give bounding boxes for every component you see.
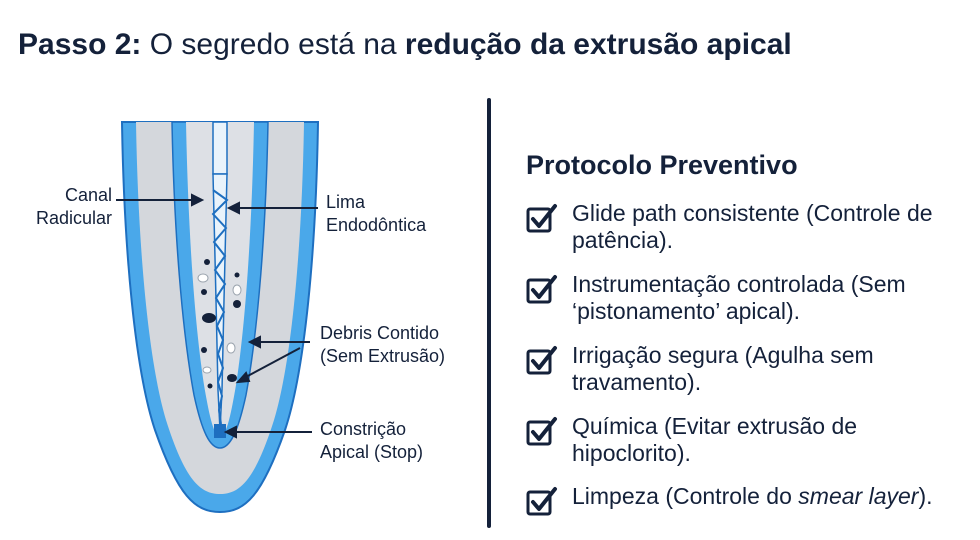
label-constricao-line-2: Apical (Stop) bbox=[320, 442, 424, 462]
root-canal-diagram bbox=[116, 121, 320, 514]
protocol-item-text-italic: smear layer bbox=[798, 483, 919, 509]
checkbox-checked-icon bbox=[526, 417, 557, 446]
label-lima-endodontica: Lima Endodôntica bbox=[326, 191, 426, 237]
file-spiral bbox=[211, 189, 229, 425]
checkbox-checked-icon bbox=[526, 275, 557, 304]
protocol-item-text: Glide path consistente (Controle de patê… bbox=[572, 200, 933, 253]
protocol-item-text: Química (Evitar extrusão de hipoclorito)… bbox=[572, 413, 858, 466]
label-canal-line-1: Canal bbox=[64, 185, 112, 205]
file-shaft bbox=[212, 121, 228, 175]
vertical-divider bbox=[487, 98, 491, 528]
apical-stop bbox=[214, 424, 226, 438]
protocol-item-text: Irrigação segura (Agulha sem travamento)… bbox=[572, 342, 874, 395]
label-lima-line-1: Lima bbox=[326, 192, 366, 212]
title-middle: O segredo está na bbox=[141, 28, 405, 61]
debris-particles bbox=[201, 259, 241, 389]
label-debris-line-1: Debris Contido bbox=[320, 323, 440, 343]
label-debris: Debris Contido (Sem Extrusão) bbox=[320, 322, 445, 368]
label-constricao-apical: Constrição Apical (Stop) bbox=[320, 418, 423, 464]
label-constricao-line-1: Constrição bbox=[320, 419, 407, 439]
debris-particles-light bbox=[197, 273, 242, 374]
checkbox-checked-icon bbox=[526, 487, 557, 516]
protocol-item-text: Instrumentação controlada (Sem ‘pistonam… bbox=[572, 271, 906, 324]
protocol-item-text: Limpeza (Controle do smear layer). bbox=[572, 483, 972, 510]
title-step: Passo 2: bbox=[18, 28, 142, 61]
page-title: Passo 2: O segredo está na redução da ex… bbox=[18, 28, 792, 62]
label-canal-line-2: Radicular bbox=[35, 208, 112, 228]
label-lima-line-2: Endodôntica bbox=[326, 215, 427, 235]
protocol-title: Protocolo Preventivo bbox=[526, 150, 798, 180]
checkbox-checked-icon bbox=[526, 204, 557, 233]
debris-leader-2 bbox=[243, 347, 301, 379]
title-emphasis: redução da extrusão apical bbox=[404, 28, 792, 61]
label-debris-line-2: (Sem Extrusão) bbox=[320, 346, 446, 366]
protocol-item-text-after: ). bbox=[918, 483, 933, 509]
label-canal-radicular: Canal Radicular bbox=[24, 184, 112, 230]
protocol-item-text-before: Limpeza (Controle do bbox=[572, 483, 799, 509]
checkbox-checked-icon bbox=[526, 346, 557, 375]
